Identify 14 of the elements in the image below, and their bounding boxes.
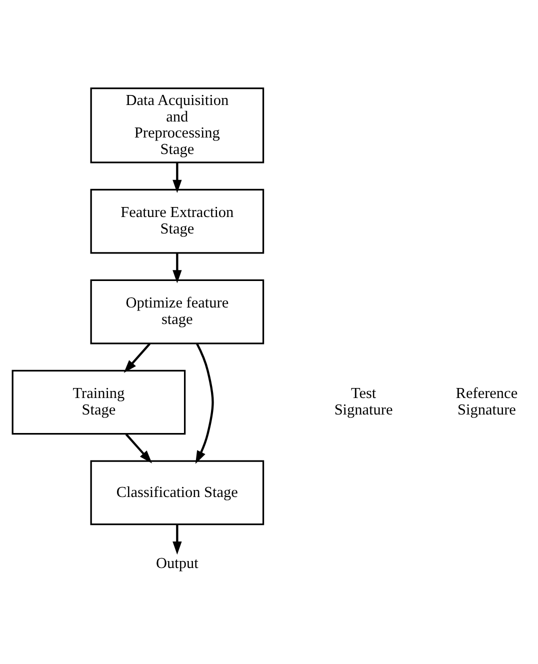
node-box: Classification Stage (90, 460, 264, 525)
arrow (172, 252, 182, 283)
arrow (172, 162, 182, 192)
node-box: Feature Extraction Stage (90, 188, 264, 254)
label: Test Signature (334, 384, 393, 418)
arrow (125, 433, 152, 463)
arrow (195, 342, 214, 464)
node-text: Output (156, 554, 198, 572)
node-box: Optimize feature stage (90, 278, 264, 344)
node-box: Data Acquisition and Preprocessing Stage (90, 87, 264, 163)
label: Reference Signature (456, 384, 518, 418)
node-box: Training Stage (12, 369, 186, 434)
arrow (124, 342, 151, 372)
arrow (172, 524, 182, 554)
